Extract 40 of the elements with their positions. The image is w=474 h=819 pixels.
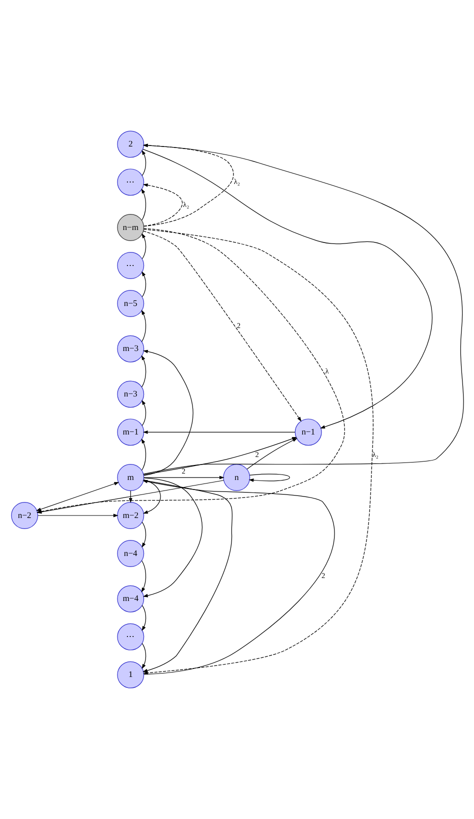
arrow (142, 478, 202, 598)
arrow (142, 148, 432, 429)
node-circle: n−m (116, 214, 144, 241)
node-circle: n−1 (294, 418, 322, 446)
arrow (143, 476, 224, 480)
node-circle: m (116, 464, 144, 491)
arrow (37, 514, 118, 518)
arrow (140, 188, 146, 221)
arrow (36, 482, 119, 511)
arrow (140, 355, 146, 388)
arrow (142, 480, 232, 672)
arrow (142, 479, 160, 514)
node-circle: m−2 (116, 502, 144, 529)
arrow (142, 480, 334, 675)
node-circle: 2 (116, 130, 144, 158)
node-circle: 1 (116, 661, 144, 688)
arrow (141, 400, 146, 426)
arrow (141, 522, 146, 548)
arrow (141, 150, 146, 176)
arrow (141, 233, 146, 260)
arrow (141, 643, 146, 669)
arrow (140, 310, 146, 342)
node-circle: ⋯ (116, 623, 144, 650)
arrow (140, 438, 146, 471)
arrow (142, 430, 295, 434)
arrow (140, 560, 146, 593)
node-circle: n (222, 464, 250, 491)
arrow (248, 474, 290, 482)
arrow (141, 605, 146, 631)
arrow (142, 144, 464, 474)
arrow (142, 350, 193, 476)
arrow (142, 229, 373, 675)
arrow (142, 144, 234, 227)
node-circle: ⋯ (116, 252, 144, 279)
arrow (142, 230, 302, 422)
node-circle: n−3 (116, 380, 144, 408)
arrow (141, 271, 146, 298)
arrow (142, 184, 182, 226)
node-circle: n−4 (116, 540, 144, 567)
node-circle: n−2 (10, 502, 38, 529)
